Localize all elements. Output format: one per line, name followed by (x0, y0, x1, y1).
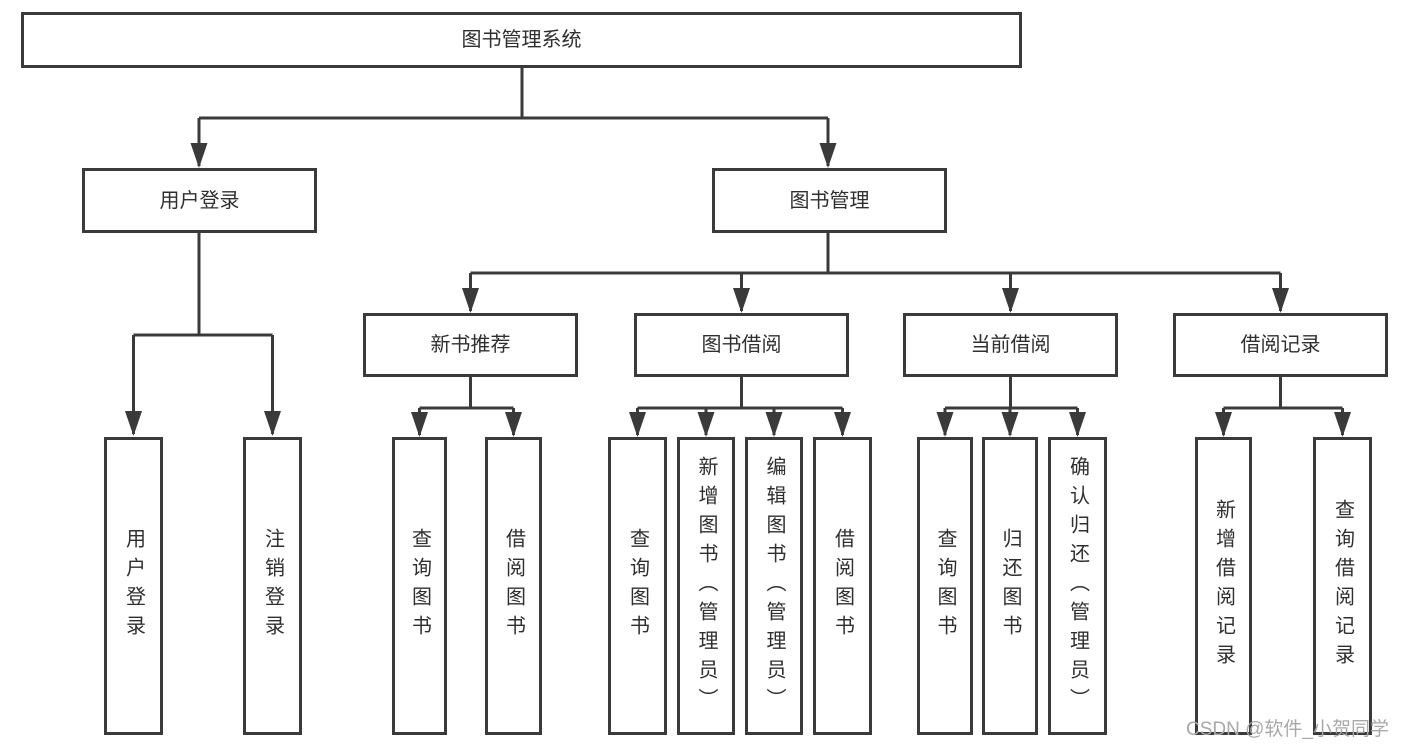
node-book-management: 图书管理 (712, 168, 947, 233)
leaf-borrow-books: 借阅图书 (813, 437, 872, 735)
leaf-label: 查询借阅记录 (1331, 499, 1354, 673)
leaf-confirm-return-admin: 确认归还（管理员） (1048, 437, 1107, 735)
node-current-borrowing: 当前借阅 (903, 313, 1118, 377)
node-book-borrowing: 图书借阅 (634, 313, 849, 377)
leaf-label: 查询图书 (408, 528, 431, 644)
node-new-book-recommend: 新书推荐 (363, 313, 578, 377)
watermark-text: CSDN @软件_小贺同学 (1186, 719, 1389, 740)
leaf-return-books: 归还图书 (982, 437, 1038, 735)
leaf-label: 新增图书（管理员） (695, 455, 717, 717)
leaf-label: 借阅图书 (502, 528, 525, 644)
leaf-query-borrow-record: 查询借阅记录 (1313, 437, 1372, 735)
leaf-query-books-borrow: 查询图书 (608, 437, 667, 735)
leaf-label: 注销登录 (261, 528, 284, 644)
leaf-label: 查询图书 (626, 528, 649, 644)
leaf-query-books-recommend: 查询图书 (392, 437, 447, 735)
node-borrow-records: 借阅记录 (1173, 313, 1388, 377)
leaf-label: 新增借阅记录 (1212, 499, 1235, 673)
leaf-add-borrow-record: 新增借阅记录 (1195, 437, 1252, 735)
leaf-borrow-books-recommend: 借阅图书 (485, 437, 542, 735)
leaf-label: 查询图书 (934, 528, 956, 644)
leaf-user-login: 用户登录 (104, 437, 163, 735)
leaf-edit-books-admin: 编辑图书（管理员） (745, 437, 803, 735)
leaf-label: 归还图书 (999, 528, 1021, 644)
leaf-label: 用户登录 (122, 528, 145, 644)
leaf-logout: 注销登录 (243, 437, 302, 735)
node-user-login: 用户登录 (82, 168, 317, 233)
leaf-query-books-current: 查询图书 (917, 437, 973, 735)
leaf-add-books-admin: 新增图书（管理员） (677, 437, 735, 735)
node-root: 图书管理系统 (21, 12, 1022, 68)
leaf-label: 借阅图书 (831, 528, 854, 644)
leaf-label: 编辑图书（管理员） (763, 455, 785, 717)
leaf-label: 确认归还（管理员） (1066, 455, 1089, 717)
tree-edges (132, 68, 1344, 435)
